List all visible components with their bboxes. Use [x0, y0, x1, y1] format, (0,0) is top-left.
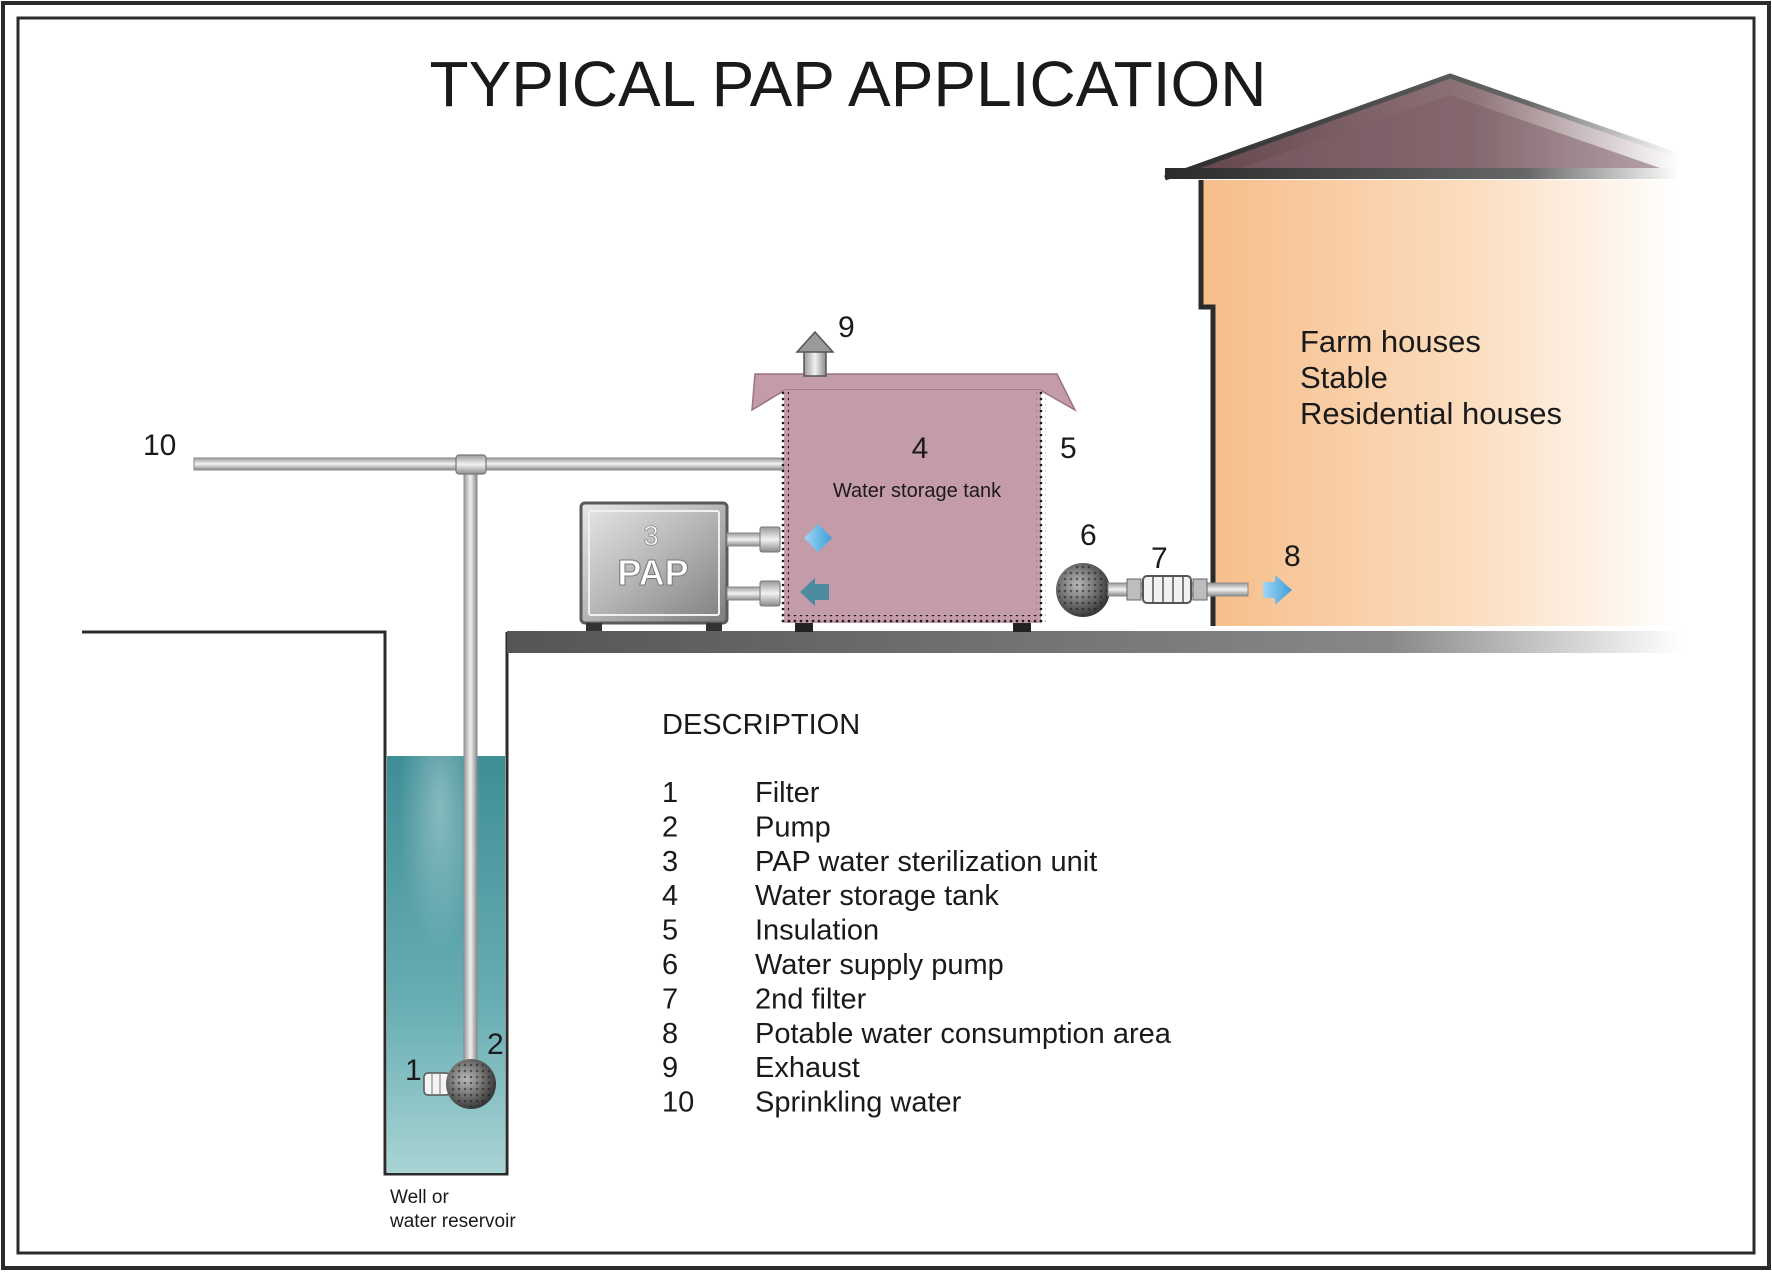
legend-text: Potable water consumption area — [755, 1018, 1172, 1050]
legend-text: Pump — [755, 811, 831, 843]
pap-unit-label: PAP — [617, 552, 688, 593]
legend-text: 2nd filter — [755, 983, 867, 1015]
callout-sprinkling: 10 — [143, 429, 176, 462]
house-wall-outline — [1198, 180, 1216, 626]
house-label-stable: Stable — [1300, 360, 1388, 395]
pap-unit-bezel — [588, 510, 720, 616]
callout-pump: 2 — [487, 1028, 504, 1061]
outflow-arrow-icon — [1263, 575, 1292, 605]
legend-text: Exhaust — [755, 1052, 860, 1084]
ground-left-line — [82, 630, 509, 1176]
well-label-line2: water reservoir — [389, 1211, 516, 1232]
callout-second-filter: 7 — [1151, 542, 1168, 575]
pap-unit-foot-right — [706, 623, 722, 631]
pap-fitting-bottom — [759, 580, 781, 607]
description-legend: DESCRIPTION 1 Filter 2 Pump 3 PAP water steri… — [662, 709, 1172, 1119]
sprinkling-pipe — [193, 457, 785, 471]
well-water-glow — [387, 756, 505, 1173]
pap-unit-foot-left — [586, 623, 602, 631]
ground-surface — [507, 631, 1682, 653]
well-label-line1: Well or — [390, 1187, 449, 1208]
legend-number: 3 — [662, 846, 678, 878]
legend-number: 5 — [662, 915, 678, 947]
tank-label: Water storage tank — [833, 480, 1002, 502]
callout-filter: 1 — [405, 1054, 422, 1087]
second-filter — [1142, 575, 1192, 604]
legend-number: 6 — [662, 949, 678, 981]
exhaust-vent — [795, 330, 835, 377]
tank-foot-left — [795, 623, 813, 632]
submersible-pump-mesh — [448, 1061, 494, 1107]
legend-text: Water supply pump — [755, 949, 1004, 981]
legend-text: Water storage tank — [755, 880, 999, 912]
supply-pump-mesh — [1058, 565, 1108, 615]
second-filter-body — [1142, 575, 1192, 604]
roof-inner-shade — [1240, 95, 1660, 168]
house-label-farm: Farm houses — [1300, 324, 1481, 359]
well — [387, 756, 505, 1173]
legend-number: 7 — [662, 983, 678, 1015]
house — [1164, 73, 1681, 626]
storage-tank: 4 Water storage tank — [751, 373, 1077, 632]
roof-eave — [1165, 168, 1680, 179]
pap-unit-number: 3 — [643, 520, 659, 551]
pap-unit: 3 PAP — [579, 501, 729, 631]
house-wall — [1201, 180, 1680, 626]
callout-consumption: 8 — [1284, 540, 1301, 573]
tank-insulation-bottom — [779, 615, 1046, 624]
return-arrow-icon — [800, 578, 829, 606]
legend-text: Insulation — [755, 915, 879, 947]
callout-insulation: 5 — [1060, 432, 1077, 465]
tank-number: 4 — [912, 432, 929, 465]
legend-number: 4 — [662, 880, 678, 912]
description-heading: DESCRIPTION — [662, 709, 860, 741]
house-label-residential: Residential houses — [1300, 396, 1562, 431]
legend-number: 8 — [662, 1018, 678, 1050]
pap-unit-body — [579, 501, 729, 625]
pap-fitting-top — [759, 526, 781, 553]
inner-frame — [16, 16, 1756, 1255]
legend-text: Filter — [755, 777, 820, 809]
tank-foot-right — [1013, 623, 1031, 632]
legend-number: 2 — [662, 811, 678, 843]
legend-number: 1 — [662, 777, 678, 809]
legend-number: 10 — [662, 1087, 694, 1119]
legend-text: Sprinkling water — [755, 1087, 962, 1119]
exhaust-stack — [803, 349, 827, 377]
legend-number: 9 — [662, 1052, 678, 1084]
supply-fitting — [1192, 578, 1208, 601]
tank-insulation-left — [779, 390, 789, 623]
callout-exhaust: 9 — [838, 311, 855, 344]
supply-fitting — [1126, 578, 1142, 601]
riser-pipe — [463, 471, 478, 1071]
inflow-arrow-icon — [804, 524, 832, 552]
tank-insulation-right — [1036, 390, 1046, 623]
roof-outline — [1164, 73, 1681, 181]
callout-supply-pump: 6 — [1080, 519, 1097, 552]
legend-text: PAP water sterilization unit — [755, 846, 1097, 878]
page-title: TYPICAL PAP APPLICATION — [429, 48, 1266, 120]
exhaust-arrow-icon — [795, 330, 835, 353]
pipe-tee — [455, 454, 487, 475]
